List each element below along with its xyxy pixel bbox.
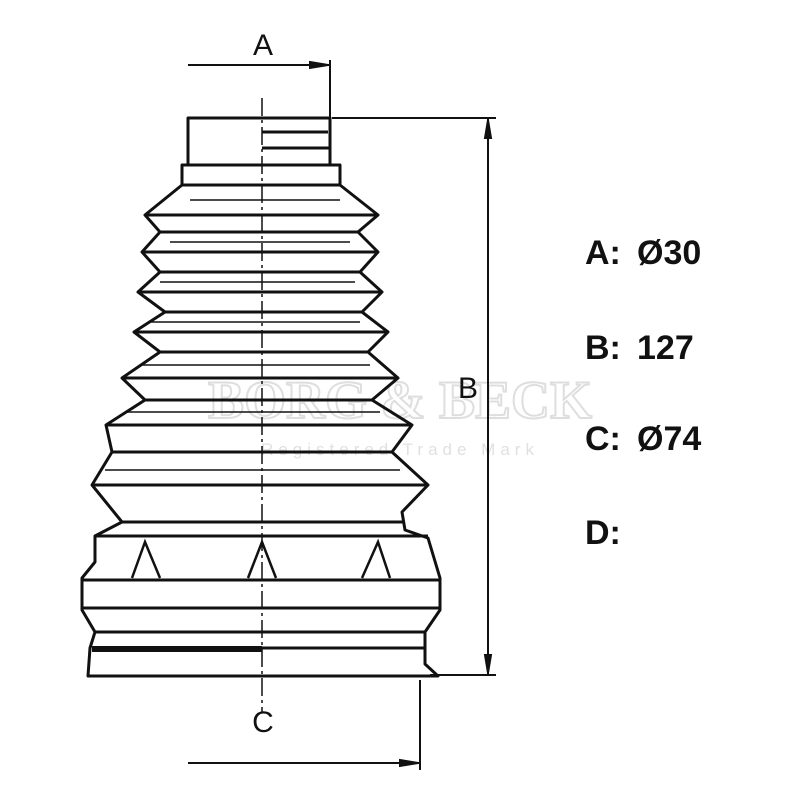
dimension-c-label: C — [252, 706, 274, 739]
dimension-b-top-arrow — [483, 119, 493, 139]
dimension-c-arrow — [399, 758, 419, 768]
dimension-c — [188, 680, 421, 770]
grip-tooth — [246, 538, 278, 579]
section-detail-lines — [105, 199, 400, 471]
spec-row-d: D: — [585, 516, 637, 550]
grip-tooth — [360, 538, 392, 579]
spec-value-c: Ø74 — [637, 420, 702, 458]
dimension-b-label: B — [458, 372, 478, 405]
spec-row-c: C: Ø74 — [585, 422, 701, 456]
spec-value-b: 127 — [637, 329, 694, 367]
spec-label-b: B: — [585, 329, 621, 367]
brand-watermark: BORG & BECK Registered Trade Mark — [207, 369, 593, 459]
dimension-a-label: A — [253, 29, 273, 62]
spec-label-c: C: — [585, 420, 621, 458]
spec-label-a: A: — [585, 234, 621, 272]
watermark-tagline-text: Registered Trade Mark — [261, 440, 539, 459]
dimension-b — [332, 117, 496, 676]
spec-row-a: A: Ø30 — [585, 236, 701, 270]
grip-tooth — [130, 538, 162, 579]
dimension-a — [188, 60, 331, 118]
retaining-band — [92, 646, 262, 652]
spec-value-a: Ø30 — [637, 234, 702, 272]
boot-outline — [80, 116, 442, 678]
spec-row-b: B: 127 — [585, 331, 694, 365]
dimension-a-arrow — [309, 60, 329, 70]
boot-body — [80, 116, 442, 678]
dimension-b-bottom-arrow — [483, 654, 493, 674]
grip-teeth — [130, 538, 392, 579]
spec-label-d: D: — [585, 514, 621, 552]
